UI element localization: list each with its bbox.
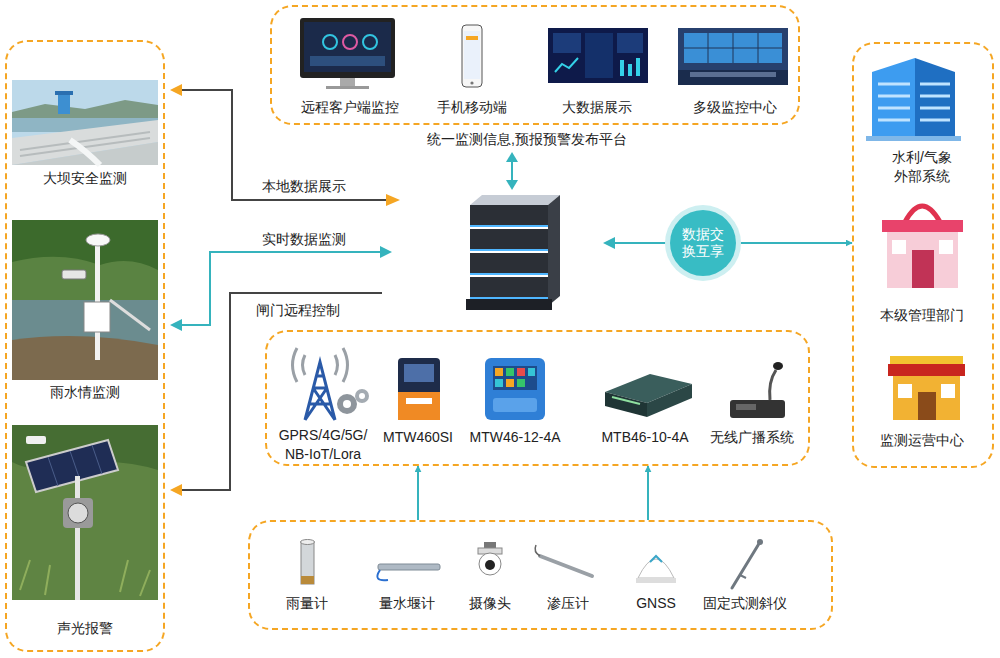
item-caption: 声光报警 — [55, 619, 115, 637]
item-caption: 远程客户端监控 — [299, 98, 401, 116]
flow-arrow — [738, 242, 852, 244]
monitor-icon — [300, 18, 395, 89]
item-caption: 水利/气象 外部系统 — [886, 148, 958, 186]
rain-gauge-icon — [301, 540, 315, 585]
caption-text: 固定式测斜仪 — [703, 594, 787, 612]
group-panel: 水利/气象 外部系统本级管理部门监测运营中心 — [852, 42, 994, 468]
inclinometer-icon — [732, 539, 763, 588]
group-panel: GPRS/4G/5G/ NB-IoT/Lora MTW460SI MTW46-12-… — [265, 330, 810, 466]
item-caption: 多级监控中心 — [691, 98, 779, 116]
caption-text: 水利/气象 外部系统 — [888, 148, 956, 186]
item-caption: GNSS — [634, 594, 678, 612]
flow-arrow — [417, 466, 419, 520]
mtw46-device — [485, 358, 545, 420]
broadcast-icon — [730, 362, 785, 418]
phone-icon — [462, 25, 482, 87]
caption-text: 量水堰计 — [379, 594, 435, 612]
mtw460si-device — [398, 358, 440, 420]
caption-text: 大数据展示 — [562, 98, 632, 116]
line-label: 闸门远程控制 — [256, 301, 340, 319]
mtb46-device — [605, 374, 692, 417]
exchange-circle: 数据交 换互享 — [668, 208, 738, 278]
line-label: 实时数据监测 — [262, 230, 346, 248]
line-label: 本地数据展示 — [262, 177, 346, 195]
rain-station-photo — [12, 220, 158, 380]
item-caption: 手机移动端 — [435, 98, 509, 116]
caption-text: MTW460SI — [383, 428, 453, 446]
item-caption: 无线广播系统 — [708, 428, 796, 446]
group-panel: 雨量计 量水堰计 摄像头 渗压计 GNSS 固定式测斜仪 — [248, 520, 833, 630]
item-caption: 本级管理部门 — [878, 306, 966, 324]
circle-label: 数据交 换互享 — [680, 226, 726, 260]
platform-heading: 统一监测信息,预报预警发布平台 — [272, 130, 782, 148]
server-icon — [466, 195, 560, 310]
caption-text: GPRS/4G/5G/ NB-IoT/Lora — [270, 426, 376, 464]
caption-text: 渗压计 — [547, 594, 589, 612]
office-icon — [882, 206, 963, 288]
caption-text: 声光报警 — [57, 619, 113, 637]
water-bureau-icon — [866, 58, 961, 141]
weir-gauge-icon — [377, 564, 440, 580]
item-caption: 量水堰计 — [377, 594, 437, 612]
flow-arrow — [647, 466, 649, 520]
dashboard-icon — [548, 28, 648, 83]
item-caption: MTW460SI — [381, 428, 455, 446]
item-caption: 雨水情监测 — [48, 383, 122, 401]
alarm-photo — [12, 425, 158, 600]
caption-text: 雨量计 — [286, 594, 328, 612]
caption-text: 摄像头 — [469, 594, 511, 612]
item-caption: MTB46-10-4A — [599, 428, 690, 446]
group-panel: 大坝安全监测雨水情监测声光报警 — [5, 40, 165, 652]
piezometer-icon — [535, 545, 592, 576]
caption-text: 雨水情监测 — [50, 383, 120, 401]
item-caption: 雨量计 — [284, 594, 330, 612]
caption-text: 远程客户端监控 — [301, 98, 399, 116]
item-caption: 大数据展示 — [560, 98, 634, 116]
item-caption: 渗压计 — [545, 594, 591, 612]
group-panel: 统一监测信息,预报预警发布平台远程客户端监控手机移动端大数据展示多级监控中心 — [270, 5, 800, 125]
caption-text: 大坝安全监测 — [43, 169, 127, 187]
dam-photo — [12, 80, 158, 165]
control-center-icon — [678, 28, 788, 85]
caption-text: 监测运营中心 — [880, 431, 964, 449]
wireless-tower-icon — [293, 348, 370, 420]
camera-icon — [478, 542, 502, 575]
item-caption: GPRS/4G/5G/ NB-IoT/Lora — [268, 426, 378, 464]
gnss-icon — [636, 556, 676, 583]
item-caption: MTW46-12-4A — [467, 428, 562, 446]
caption-text: 多级监控中心 — [693, 98, 777, 116]
item-caption: 监测运营中心 — [878, 431, 966, 449]
caption-text: GNSS — [636, 594, 676, 612]
item-caption: 摄像头 — [467, 594, 513, 612]
caption-text: MTW46-12-4A — [469, 428, 560, 446]
caption-text: 无线广播系统 — [710, 428, 794, 446]
caption-text: 本级管理部门 — [880, 306, 964, 324]
caption-text: 手机移动端 — [437, 98, 507, 116]
operation-center-icon — [888, 356, 965, 420]
caption-text: MTB46-10-4A — [601, 428, 688, 446]
item-caption: 固定式测斜仪 — [701, 594, 789, 612]
item-caption: 大坝安全监测 — [41, 169, 129, 187]
